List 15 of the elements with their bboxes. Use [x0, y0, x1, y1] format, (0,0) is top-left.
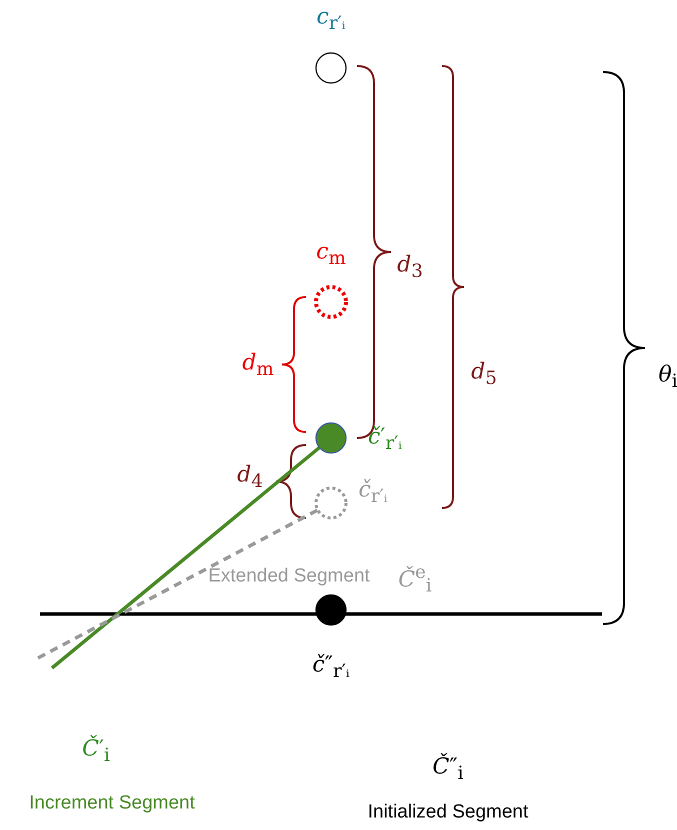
dimension-label: d$_{3}$: [397, 254, 423, 282]
point-label: c$_{r′ᵢ}$: [316, 6, 346, 34]
segment-label: Initialized Segment: [368, 802, 528, 822]
dimension-label: d$_{4}$: [237, 464, 263, 492]
point-label: č″$_{r′ᵢ}$: [312, 654, 350, 682]
point-label: č$_{r′ᵢ}$: [358, 480, 388, 506]
angle-label: θ$_{i}$: [658, 364, 677, 392]
dimension-label: d$_{m}$: [242, 352, 274, 380]
point-label: c$_{m}$: [316, 242, 346, 268]
segment-line: [50, 446, 321, 670]
segment-line: [37, 508, 319, 660]
dimension-label: d$_{5}$: [471, 362, 497, 388]
segment-label: Increment Segment: [29, 794, 195, 812]
point-label: č′$_{r′ᵢ}$: [368, 426, 402, 454]
segment-label: Extended Segment: [208, 566, 370, 586]
